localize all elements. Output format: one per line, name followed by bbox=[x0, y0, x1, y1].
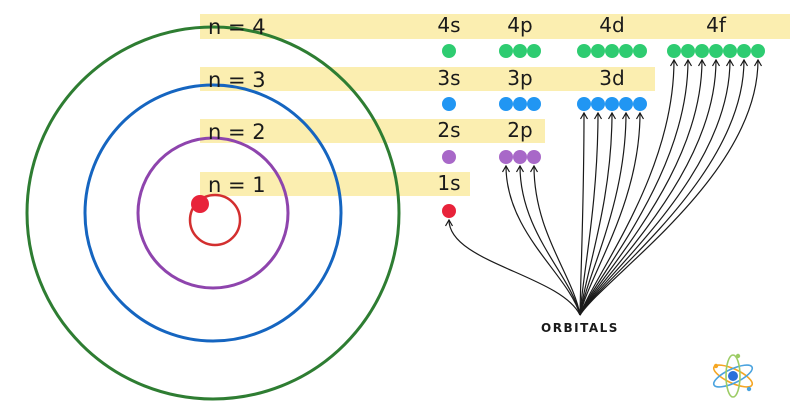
orbital-arrow bbox=[579, 59, 759, 316]
nucleus bbox=[191, 195, 209, 213]
orbital-dot-3d-4 bbox=[619, 97, 633, 111]
subshell-label-3s: 3s bbox=[437, 66, 460, 90]
orbital-arrow bbox=[579, 112, 585, 316]
orbital-arrowhead bbox=[739, 58, 749, 67]
orbital-arrowhead bbox=[579, 111, 589, 120]
band-n4 bbox=[200, 14, 790, 39]
orbitals-caption: ORBITALS bbox=[541, 321, 619, 335]
orbital-arrow bbox=[579, 59, 703, 316]
orbital-arrow bbox=[448, 219, 581, 316]
orbital-dot-2p-2 bbox=[513, 150, 527, 164]
orbital-arrows bbox=[444, 58, 763, 316]
orbital-arrowhead bbox=[621, 111, 631, 120]
orbital-arrowhead bbox=[635, 111, 645, 120]
orbital-arrowhead bbox=[725, 58, 735, 67]
orbital-dot-3d-5 bbox=[633, 97, 647, 111]
shell-labels: n = 4 n = 3 n = 2 n = 1 bbox=[208, 15, 266, 197]
subshell-label-2s: 2s bbox=[437, 118, 460, 142]
subshell-label-3d: 3d bbox=[599, 66, 624, 90]
orbital-arrowhead bbox=[529, 164, 539, 173]
band-n2 bbox=[200, 119, 545, 143]
orbital-dot-4p-3 bbox=[527, 44, 541, 58]
orbital-dot-4f-3 bbox=[695, 44, 709, 58]
orbital-dot-4f-6 bbox=[737, 44, 751, 58]
orbital-arrow bbox=[579, 112, 613, 316]
orbital-dot-3p-3 bbox=[527, 97, 541, 111]
orbital-dot-1s-1 bbox=[442, 204, 456, 218]
shell-ring-n3 bbox=[83, 83, 343, 343]
orbital-dot-3s-1 bbox=[442, 97, 456, 111]
orbital-arrow bbox=[579, 59, 675, 316]
orbital-arrowhead bbox=[593, 111, 603, 120]
subshell-label-4p: 4p bbox=[507, 13, 532, 37]
shell-label-n4: n = 4 bbox=[208, 15, 266, 39]
orbital-arrowhead bbox=[753, 58, 763, 67]
orbital-arrow bbox=[579, 59, 731, 316]
orbital-dot-3d-3 bbox=[605, 97, 619, 111]
subshell-label-4d: 4d bbox=[599, 13, 624, 37]
orbital-dot-3d-1 bbox=[577, 97, 591, 111]
orbital-dot-3p-2 bbox=[513, 97, 527, 111]
orbital-arrowhead bbox=[711, 58, 721, 67]
orbital-dot-4d-4 bbox=[619, 44, 633, 58]
orbital-dot-4f-5 bbox=[723, 44, 737, 58]
orbital-arrow bbox=[579, 112, 627, 316]
orbital-arrowhead bbox=[444, 218, 454, 227]
orbital-dot-3d-2 bbox=[591, 97, 605, 111]
orbital-dot-2p-3 bbox=[527, 150, 541, 164]
orbital-dot-4f-7 bbox=[751, 44, 765, 58]
orbital-dot-4d-5 bbox=[633, 44, 647, 58]
orbital-arrowhead bbox=[669, 58, 679, 67]
orbital-arrow bbox=[579, 59, 745, 316]
orbital-arrow bbox=[579, 112, 641, 316]
orbital-dot-3p-1 bbox=[499, 97, 513, 111]
orbital-arrow bbox=[579, 59, 689, 316]
subshells: 4s 4p 4d 4f 3s 3p 3d 2s 2p 1s bbox=[437, 13, 765, 218]
orbital-dot-2s-1 bbox=[442, 150, 456, 164]
orbital-arrowhead bbox=[607, 111, 617, 120]
orbital-arrowhead bbox=[697, 58, 707, 67]
shell-ring-n4 bbox=[25, 25, 401, 401]
atom-icon bbox=[712, 353, 754, 398]
band-n3 bbox=[200, 67, 655, 91]
shell-ring-n1 bbox=[188, 193, 242, 247]
orbital-arrow bbox=[579, 59, 717, 316]
shell-ring-n2 bbox=[136, 136, 290, 290]
orbital-dot-4d-1 bbox=[577, 44, 591, 58]
shell-bands bbox=[200, 14, 790, 196]
shell-label-n3: n = 3 bbox=[208, 68, 266, 92]
shell-label-n2: n = 2 bbox=[208, 120, 266, 144]
bohr-model bbox=[25, 25, 401, 401]
orbital-dot-4p-2 bbox=[513, 44, 527, 58]
subshell-label-3p: 3p bbox=[507, 66, 532, 90]
subshell-label-4f: 4f bbox=[706, 13, 727, 37]
subshell-label-4s: 4s bbox=[437, 13, 460, 37]
orbital-arrow bbox=[533, 165, 581, 316]
orbital-arrowhead bbox=[515, 164, 525, 173]
orbital-dot-4d-3 bbox=[605, 44, 619, 58]
shell-label-n1: n = 1 bbox=[208, 173, 266, 197]
orbital-dot-4p-1 bbox=[499, 44, 513, 58]
orbital-arrow bbox=[579, 112, 599, 316]
orbital-dot-4f-2 bbox=[681, 44, 695, 58]
orbital-dot-4f-1 bbox=[667, 44, 681, 58]
orbital-arrow bbox=[519, 165, 581, 316]
orbital-dot-4f-4 bbox=[709, 44, 723, 58]
orbital-arrow bbox=[505, 165, 581, 316]
orbital-dot-4d-2 bbox=[591, 44, 605, 58]
subshell-label-2p: 2p bbox=[507, 118, 532, 142]
orbital-dot-4s-1 bbox=[442, 44, 456, 58]
orbital-arrowhead bbox=[501, 164, 511, 173]
subshell-label-1s: 1s bbox=[437, 171, 460, 195]
orbital-dot-2p-1 bbox=[499, 150, 513, 164]
orbital-arrowhead bbox=[683, 58, 693, 67]
